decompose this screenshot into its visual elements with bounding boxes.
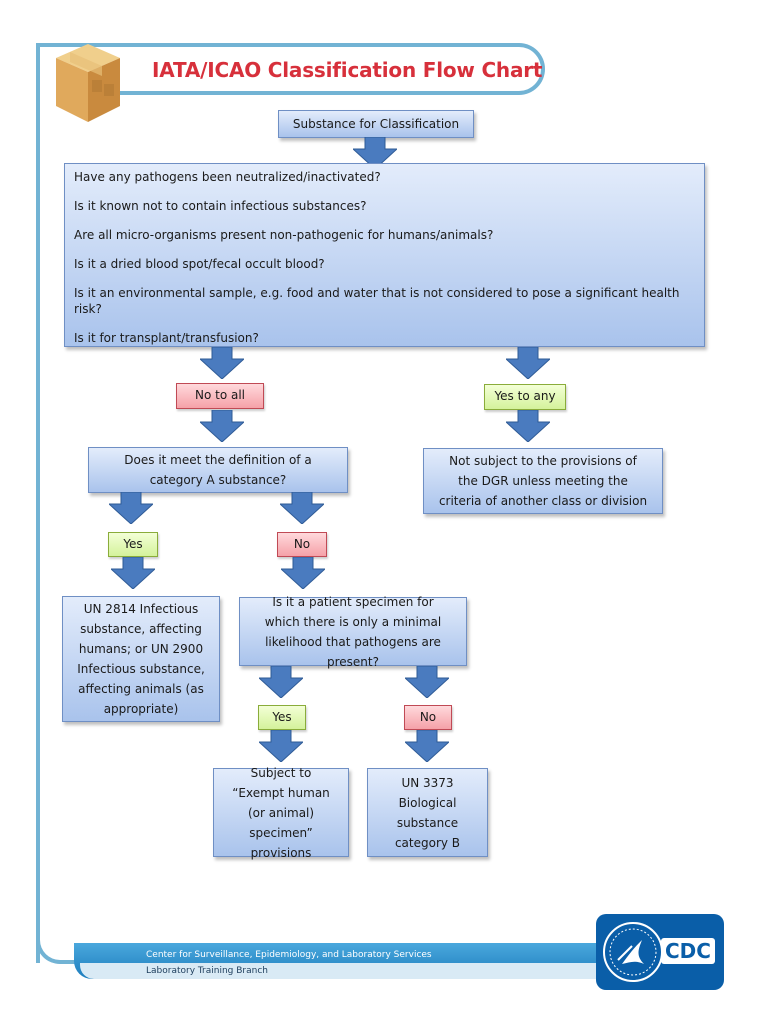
down-arrow-icon	[259, 666, 303, 698]
patient-specimen-question-box: Is it a patient specimen for which there…	[239, 595, 467, 669]
question-environmental: Is it an environmental sample, e.g. food…	[74, 286, 680, 316]
yes-tag: Yes	[258, 705, 306, 730]
hhs-seal-icon	[603, 922, 663, 982]
cdc-logo-text: CDC	[661, 938, 715, 964]
footer-branch-name: Laboratory Training Branch	[146, 966, 269, 976]
frame-bottom-curve	[36, 930, 86, 964]
down-arrow-icon	[109, 492, 153, 524]
un2814-box: UN 2814 Infectious substance, affecting …	[62, 596, 220, 722]
yes-tag: Yes	[108, 532, 158, 557]
down-arrow-icon	[259, 730, 303, 762]
question-no-infectious: Is it known not to contain infectious su…	[74, 199, 367, 213]
down-arrow-icon	[111, 557, 155, 589]
title-tab	[120, 43, 545, 95]
down-arrow-icon	[405, 730, 449, 762]
down-arrow-icon	[280, 492, 324, 524]
question-non-pathogenic: Are all micro-organisms present non-path…	[74, 228, 494, 242]
down-arrow-icon	[353, 137, 397, 169]
un3373-box: UN 3373 Biological substance category B	[367, 768, 488, 857]
no-to-all-tag: No to all	[176, 383, 264, 409]
down-arrow-icon	[506, 410, 550, 442]
question-transplant: Is it for transplant/transfusion?	[74, 331, 259, 345]
down-arrow-icon	[200, 347, 244, 379]
footer-center-name: Center for Surveillance, Epidemiology, a…	[146, 950, 432, 960]
footer-subbar	[80, 963, 614, 979]
screening-questions-box: Have any pathogens been neutralized/inac…	[64, 163, 705, 347]
page-title: IATA/ICAO Classification Flow Chart	[152, 58, 543, 82]
category-a-question-box: Does it meet the definition of a categor…	[88, 447, 348, 493]
down-arrow-icon	[506, 347, 550, 379]
start-box: Substance for Classification	[278, 110, 474, 138]
exempt-specimen-box: Subject to “Exempt human (or animal) spe…	[213, 766, 349, 860]
question-dried-blood: Is it a dried blood spot/fecal occult bl…	[74, 257, 325, 271]
no-tag: No	[277, 532, 327, 557]
down-arrow-icon	[405, 666, 449, 698]
frame-left-line	[36, 43, 40, 963]
not-subject-box: Not subject to the provisions of the DGR…	[423, 448, 663, 514]
no-tag: No	[404, 705, 452, 730]
question-neutralized: Have any pathogens been neutralized/inac…	[74, 170, 381, 184]
down-arrow-icon	[281, 557, 325, 589]
down-arrow-icon	[200, 410, 244, 442]
package-box-icon	[56, 44, 120, 122]
yes-to-any-tag: Yes to any	[484, 384, 566, 410]
